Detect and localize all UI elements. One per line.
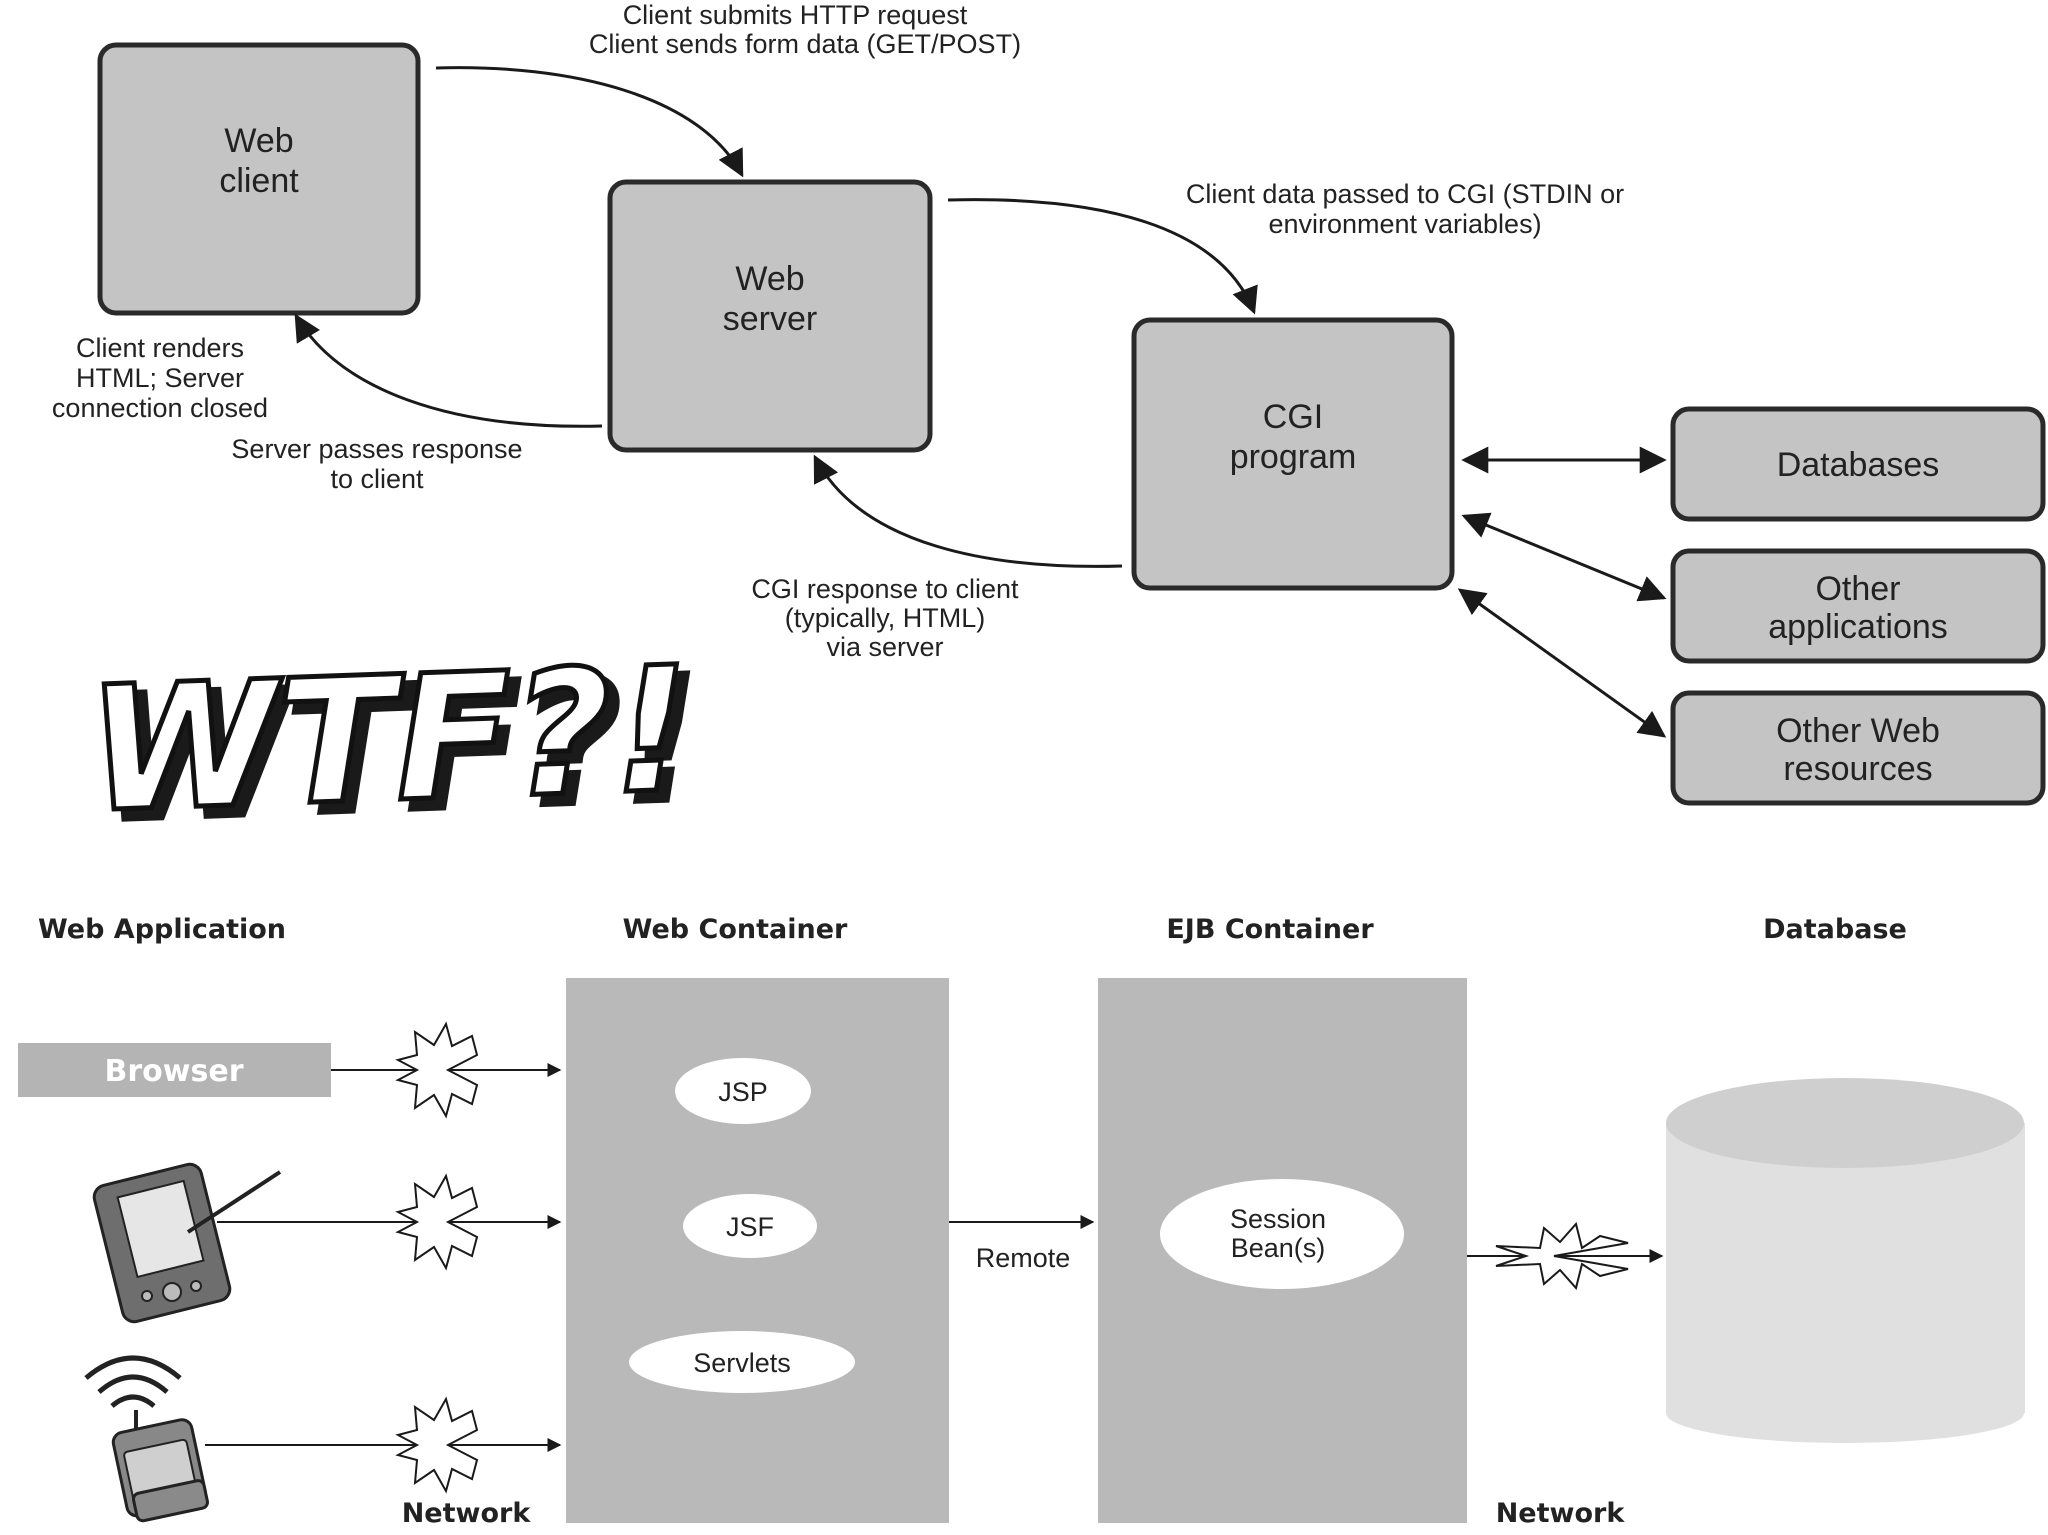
cgi-program-node: CGI program [1131,317,1455,591]
jsf-label: JSF [726,1212,774,1242]
jsf-component [683,1194,817,1258]
cgi-program-label-line2: program [1230,438,1357,476]
session-beans-label-line1: Session [1230,1204,1326,1234]
web-client-label-line1: Web [224,122,293,160]
arrow-server-to-client [294,313,603,428]
label-server-passes: Server passes response to client [231,434,522,494]
header-ejb-container: EJB Container [1166,914,1374,945]
label-server-passes-line1: Server passes response [231,434,522,464]
databases-node: Databases [1670,406,2046,522]
cgi-program-label-line1: CGI [1263,398,1323,436]
remote-label: Remote [976,1243,1071,1273]
web-container: JSP JSF Servlets [566,978,949,1523]
header-web-application: Web Application [38,914,286,945]
label-cgi-response-line1: CGI response to client [751,574,1019,604]
label-client-renders-line3: connection closed [52,393,268,423]
servlets-label: Servlets [693,1348,791,1378]
network-burst-phone [395,1396,479,1494]
wtf-text: WTF?! [85,629,694,851]
web-server-label-line2: server [723,300,817,338]
network-label-right: Network [1496,1498,1626,1529]
mobile-phone-icon [84,1355,209,1523]
wtf-exclamation: WTF?! WTF?! [82,626,707,863]
label-http-request: Client submits HTTP request Client sends… [589,0,1021,59]
other-web-resources-node: Other Web resources [1670,690,2046,806]
servlets-component [629,1331,855,1393]
other-applications-label-line2: applications [1768,608,1948,646]
label-pass-to-cgi: Client data passed to CGI (STDIN or envi… [1186,179,1624,239]
label-cgi-response-line3: via server [826,632,943,662]
network-label-left: Network [402,1498,532,1529]
database-cylinder [1666,1078,2025,1443]
network-burst-browser [395,1021,479,1119]
other-web-resources-label-line2: resources [1783,750,1932,788]
label-server-passes-line2: to client [330,464,424,494]
pda-device-icon [92,1162,282,1324]
browser-client: Browser [18,1043,331,1097]
label-client-renders-line2: HTML; Server [76,363,244,393]
ejb-container: Session Bean(s) [1098,978,1467,1523]
arrow-cgi-to-server [813,454,1123,568]
session-beans-label-line2: Bean(s) [1231,1233,1326,1263]
other-web-resources-label-line1: Other Web [1776,712,1940,750]
web-client-node: Web client [97,42,421,316]
label-cgi-response: CGI response to client (typically, HTML)… [751,574,1019,662]
wtf-text-shadow: WTF?! [95,639,704,861]
browser-label: Browser [105,1054,244,1089]
label-pass-to-cgi-line2: environment variables) [1268,209,1541,239]
web-server-label-line1: Web [735,260,804,298]
label-http-request-line2: Client sends form data (GET/POST) [589,29,1021,59]
other-applications-label-line1: Other [1815,570,1900,608]
arrow-cgi-other-applications [1461,512,1667,602]
header-database: Database [1763,914,1907,945]
network-burst-database [1495,1221,1629,1291]
arrow-server-to-cgi [947,198,1258,315]
web-client-label-line2: client [219,162,299,200]
session-beans-component [1160,1179,1404,1289]
cgi-flow-diagram: Web client Web server CGI program Databa… [52,0,2046,806]
databases-label: Databases [1777,446,1940,484]
header-web-container: Web Container [623,914,848,945]
web-server-node: Web server [607,179,933,453]
label-pass-to-cgi-line1: Client data passed to CGI (STDIN or [1186,179,1624,209]
label-client-renders-line1: Client renders [76,333,244,363]
jsp-label: JSP [718,1077,768,1107]
label-cgi-response-line2: (typically, HTML) [785,603,986,633]
arrow-cgi-other-web-resources [1457,588,1667,738]
network-burst-pda [395,1173,479,1271]
label-http-request-line1: Client submits HTTP request [623,0,968,30]
jsp-component [675,1058,811,1124]
arrow-client-to-server [435,66,744,178]
javaee-architecture-diagram: Web Application Web Container EJB Contai… [18,914,2025,1529]
other-applications-node: Other applications [1670,548,2046,664]
label-client-renders: Client renders HTML; Server connection c… [52,333,268,423]
